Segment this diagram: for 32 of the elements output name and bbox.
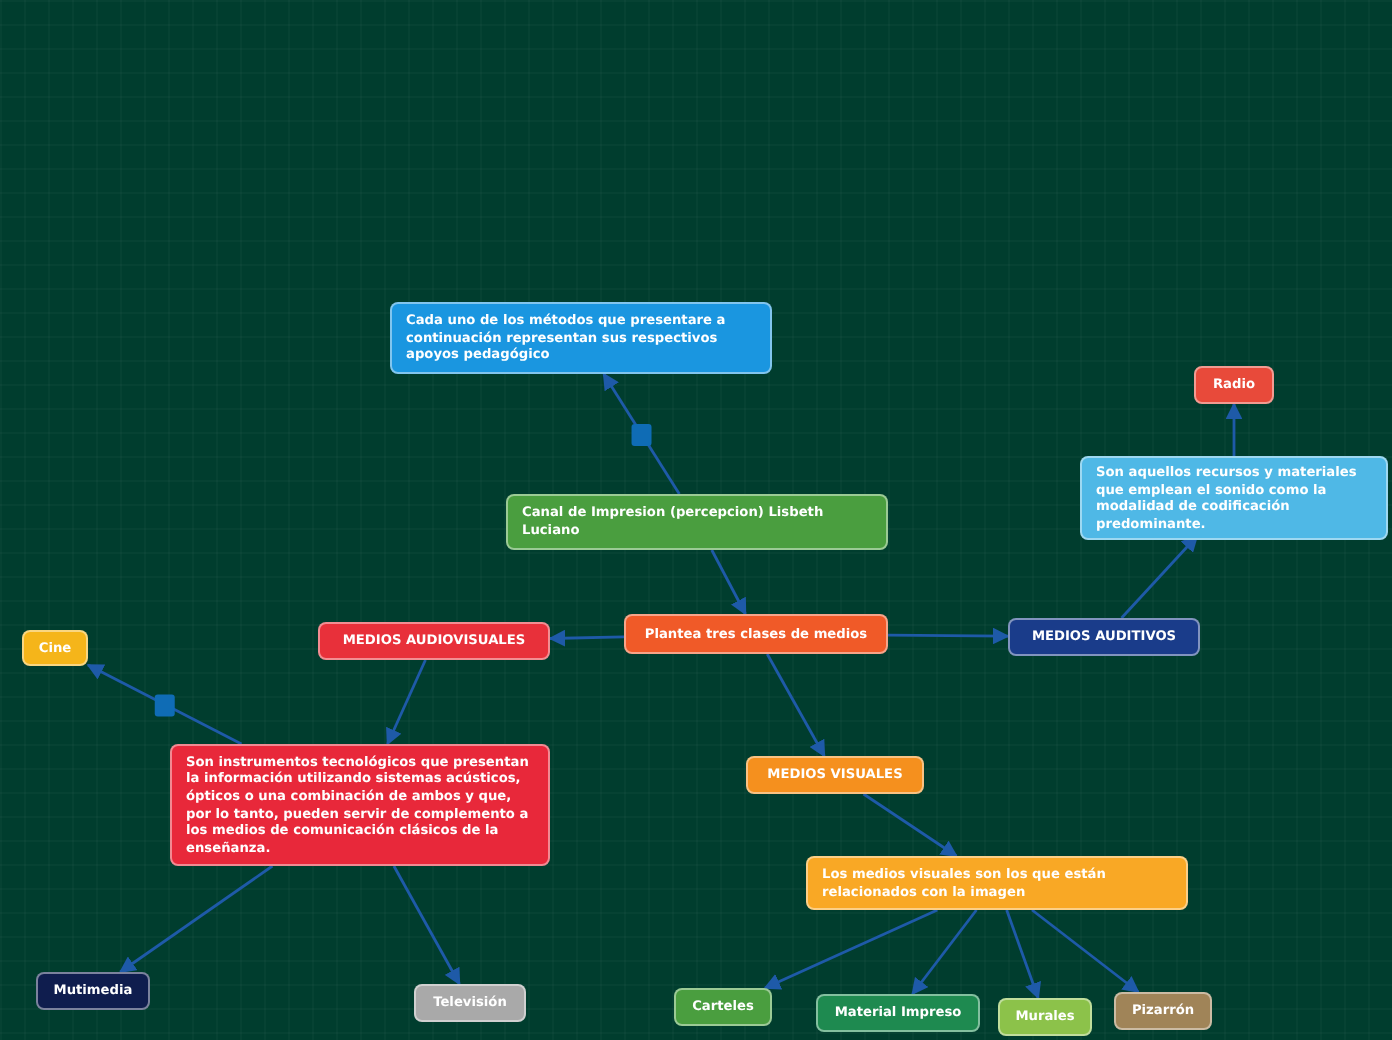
topic-box bbox=[1194, 366, 1274, 404]
arrow bbox=[862, 792, 958, 858]
topic-box bbox=[806, 856, 1188, 910]
arrow bbox=[1031, 908, 1140, 994]
arrow bbox=[763, 908, 938, 990]
arrow bbox=[386, 659, 427, 746]
topic-box bbox=[318, 622, 550, 660]
arrow bbox=[888, 627, 1010, 645]
topic-box bbox=[674, 988, 772, 1026]
topic-box bbox=[506, 494, 888, 550]
topic-box bbox=[170, 744, 550, 866]
topic-box bbox=[816, 994, 980, 1032]
arrow bbox=[548, 629, 625, 647]
topic-box bbox=[22, 630, 88, 666]
topic-box bbox=[624, 614, 888, 654]
arrow bbox=[1225, 402, 1243, 456]
arrow bbox=[86, 663, 243, 746]
arrow bbox=[602, 372, 681, 495]
topic-box bbox=[1080, 456, 1388, 541]
arrow bbox=[710, 549, 747, 616]
topic-box bbox=[1114, 992, 1212, 1030]
topic-box bbox=[998, 998, 1092, 1036]
topic-box bbox=[414, 984, 526, 1022]
arrow bbox=[911, 909, 978, 996]
arrow bbox=[392, 865, 461, 986]
arrow bbox=[118, 864, 274, 974]
arrow bbox=[1005, 909, 1041, 1000]
topic-box bbox=[36, 972, 150, 1010]
topic-box bbox=[1008, 618, 1200, 656]
topic-box bbox=[390, 302, 772, 374]
topic-box bbox=[746, 756, 924, 794]
arrow bbox=[766, 653, 826, 758]
